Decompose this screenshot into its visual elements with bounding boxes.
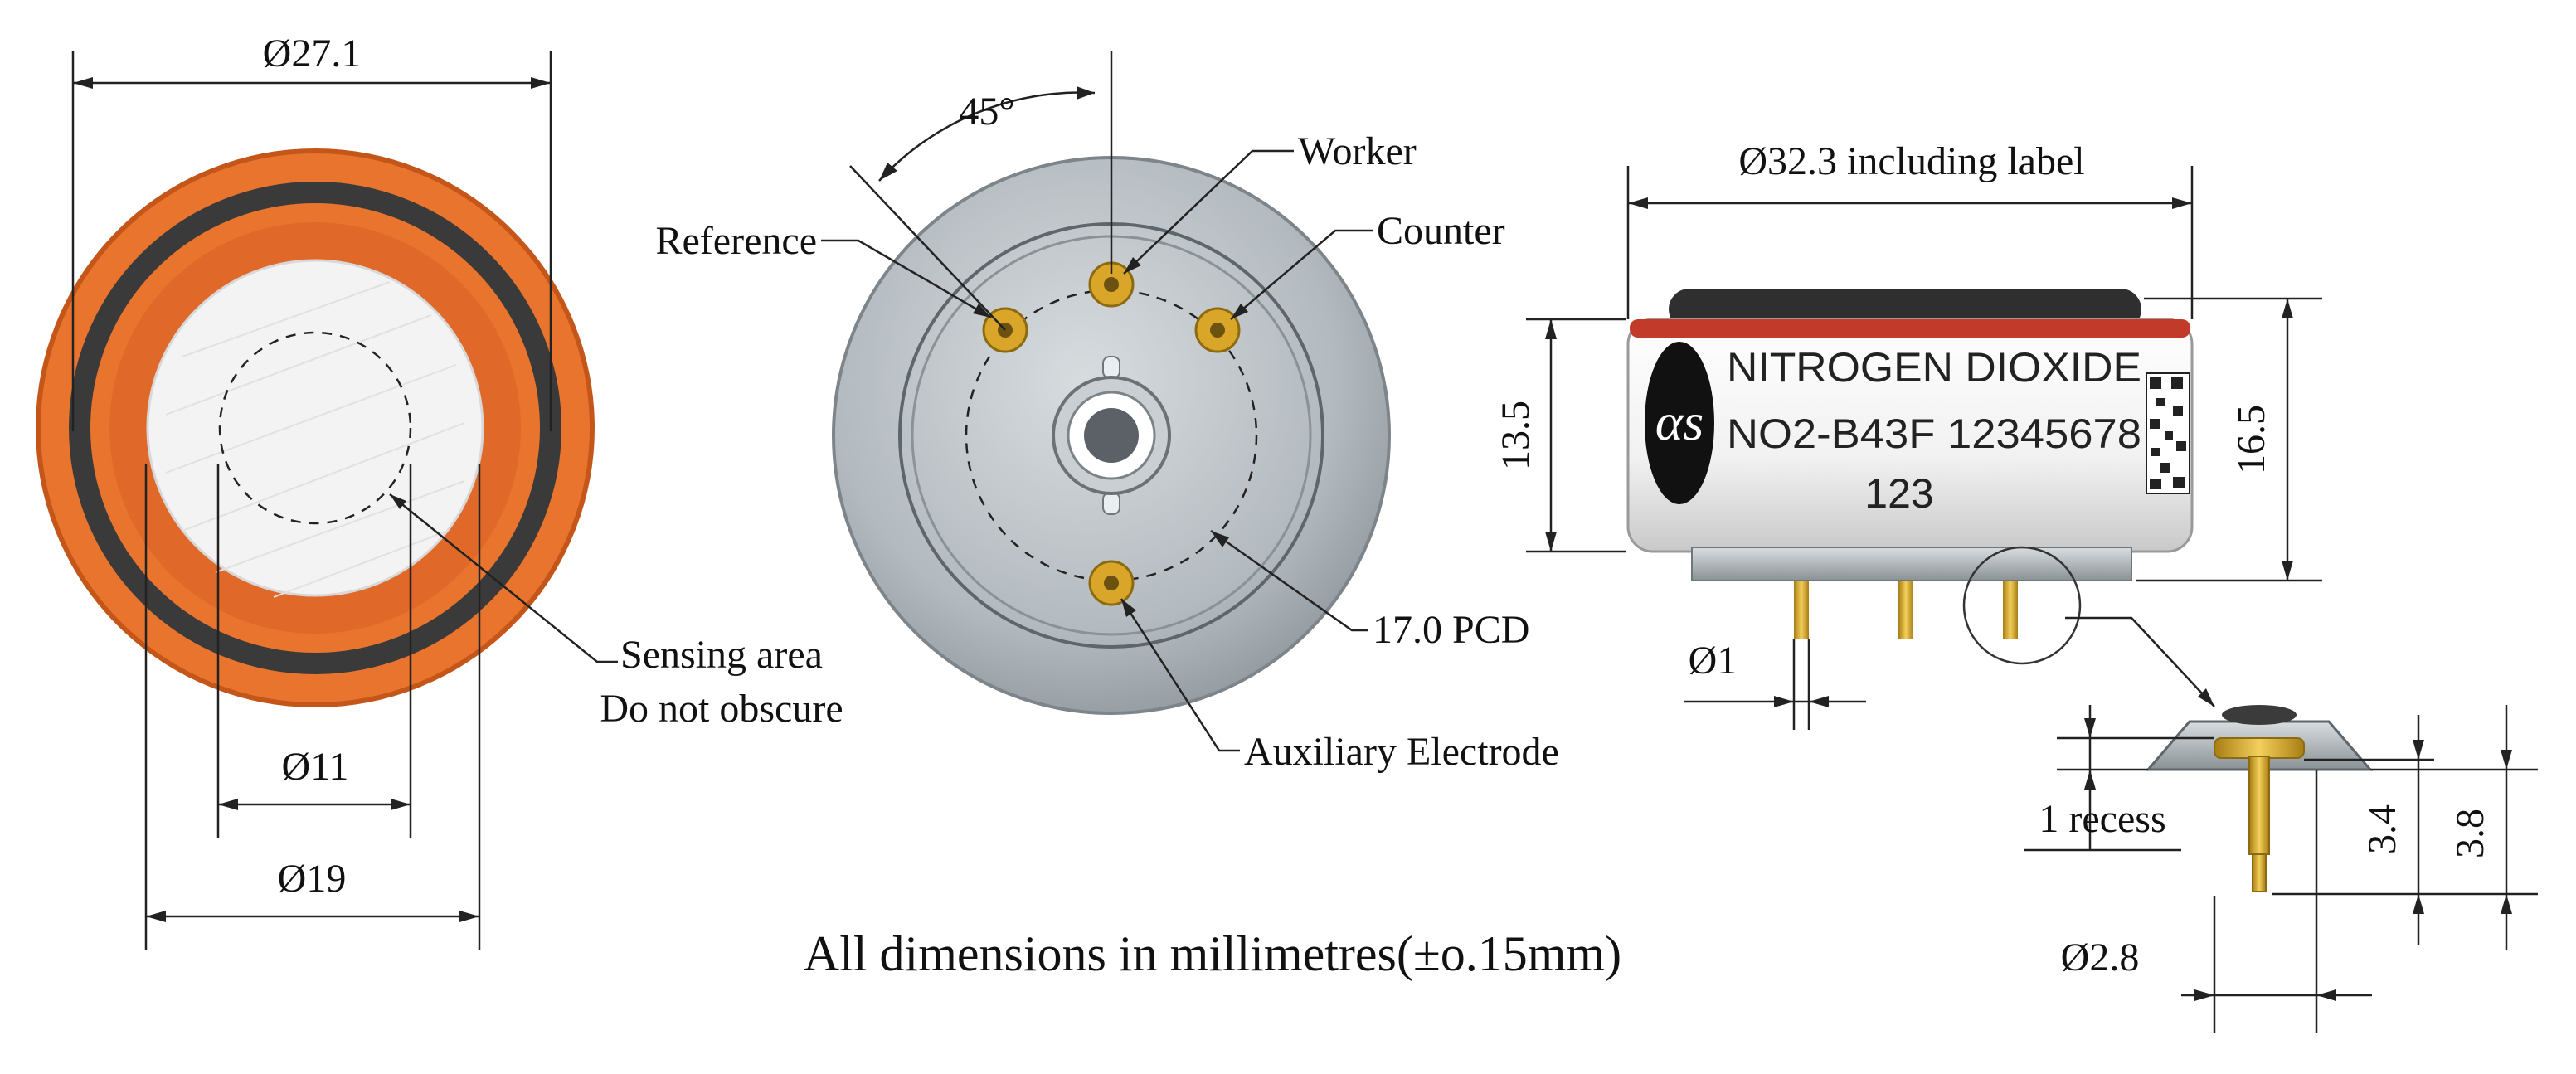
side-view: αs NITROGEN DIOXIDE NO2-B43F 12345678 12… [1494,139,2322,730]
bottom-view: 45° Worker Reference Counter 17.0 PCD Au… [655,51,1559,774]
logo-text: αs [1655,392,1704,451]
alphasense-logo [1645,342,1714,504]
membrane [146,259,484,597]
side-pins [1794,581,2018,639]
qr-code [2146,372,2190,494]
detail-pin-head [2214,737,2305,759]
label-line-3: 123 [1864,470,1933,517]
counter-label: Counter [1377,209,1505,253]
footer-note: All dimensions in millimetres(±o.15mm) [804,926,1621,981]
recess-label: 1 recess [2039,797,2165,841]
sensing-area-label-1: Sensing area [620,633,823,677]
angle-arc [878,91,1096,182]
worker-label: Worker [1298,129,1417,173]
label-line-2: NO2-B43F 12345678 [1727,411,2141,457]
auxiliary-label: Auxiliary Electrode [1244,730,1559,774]
detail-pin-shaft [2248,756,2270,855]
sensing-area-label-2: Do not obscure [600,687,843,731]
sensing-area-leader [389,493,618,663]
pin-head-diameter-label: Ø2.8 [2061,935,2140,979]
dim-3-8-label: 3.8 [2448,809,2492,858]
angle-label: 45° [959,90,1014,134]
reference-label: Reference [655,219,817,263]
counter-pin [1194,307,1241,353]
central-vent-hole [1084,408,1139,463]
diameter-32-label: Ø32.3 including label [1738,139,2084,183]
sensing-area-circle [218,331,412,525]
bottom-flange [1691,547,2132,581]
detail-view: 1 recess 3.4 3.8 Ø2.8 [2024,616,2538,1033]
membrane-texture [165,281,465,598]
detail-leader [2065,616,2215,707]
height-13-5-label: 13.5 [1494,401,1538,470]
diameter-19-label: Ø19 [278,857,347,901]
pcd-label: 17.0 PCD [1373,608,1529,652]
front-view: Ø27.1 Ø11 Ø19 Sensing area Do not obscur… [36,32,843,950]
label-line-1: NITROGEN DIOXIDE [1727,344,2141,391]
outer-diameter-label: Ø27.1 [263,32,362,75]
detail-callout-circle [1962,546,2082,665]
auxiliary-pin [1088,560,1135,606]
pin-diameter-label: Ø1 [1689,639,1738,683]
dim-3-4-label: 3.4 [2360,804,2404,854]
height-16-5-label: 16.5 [2229,405,2273,474]
diameter-11-label: Ø11 [282,745,349,789]
label-top-band [1630,319,2190,338]
